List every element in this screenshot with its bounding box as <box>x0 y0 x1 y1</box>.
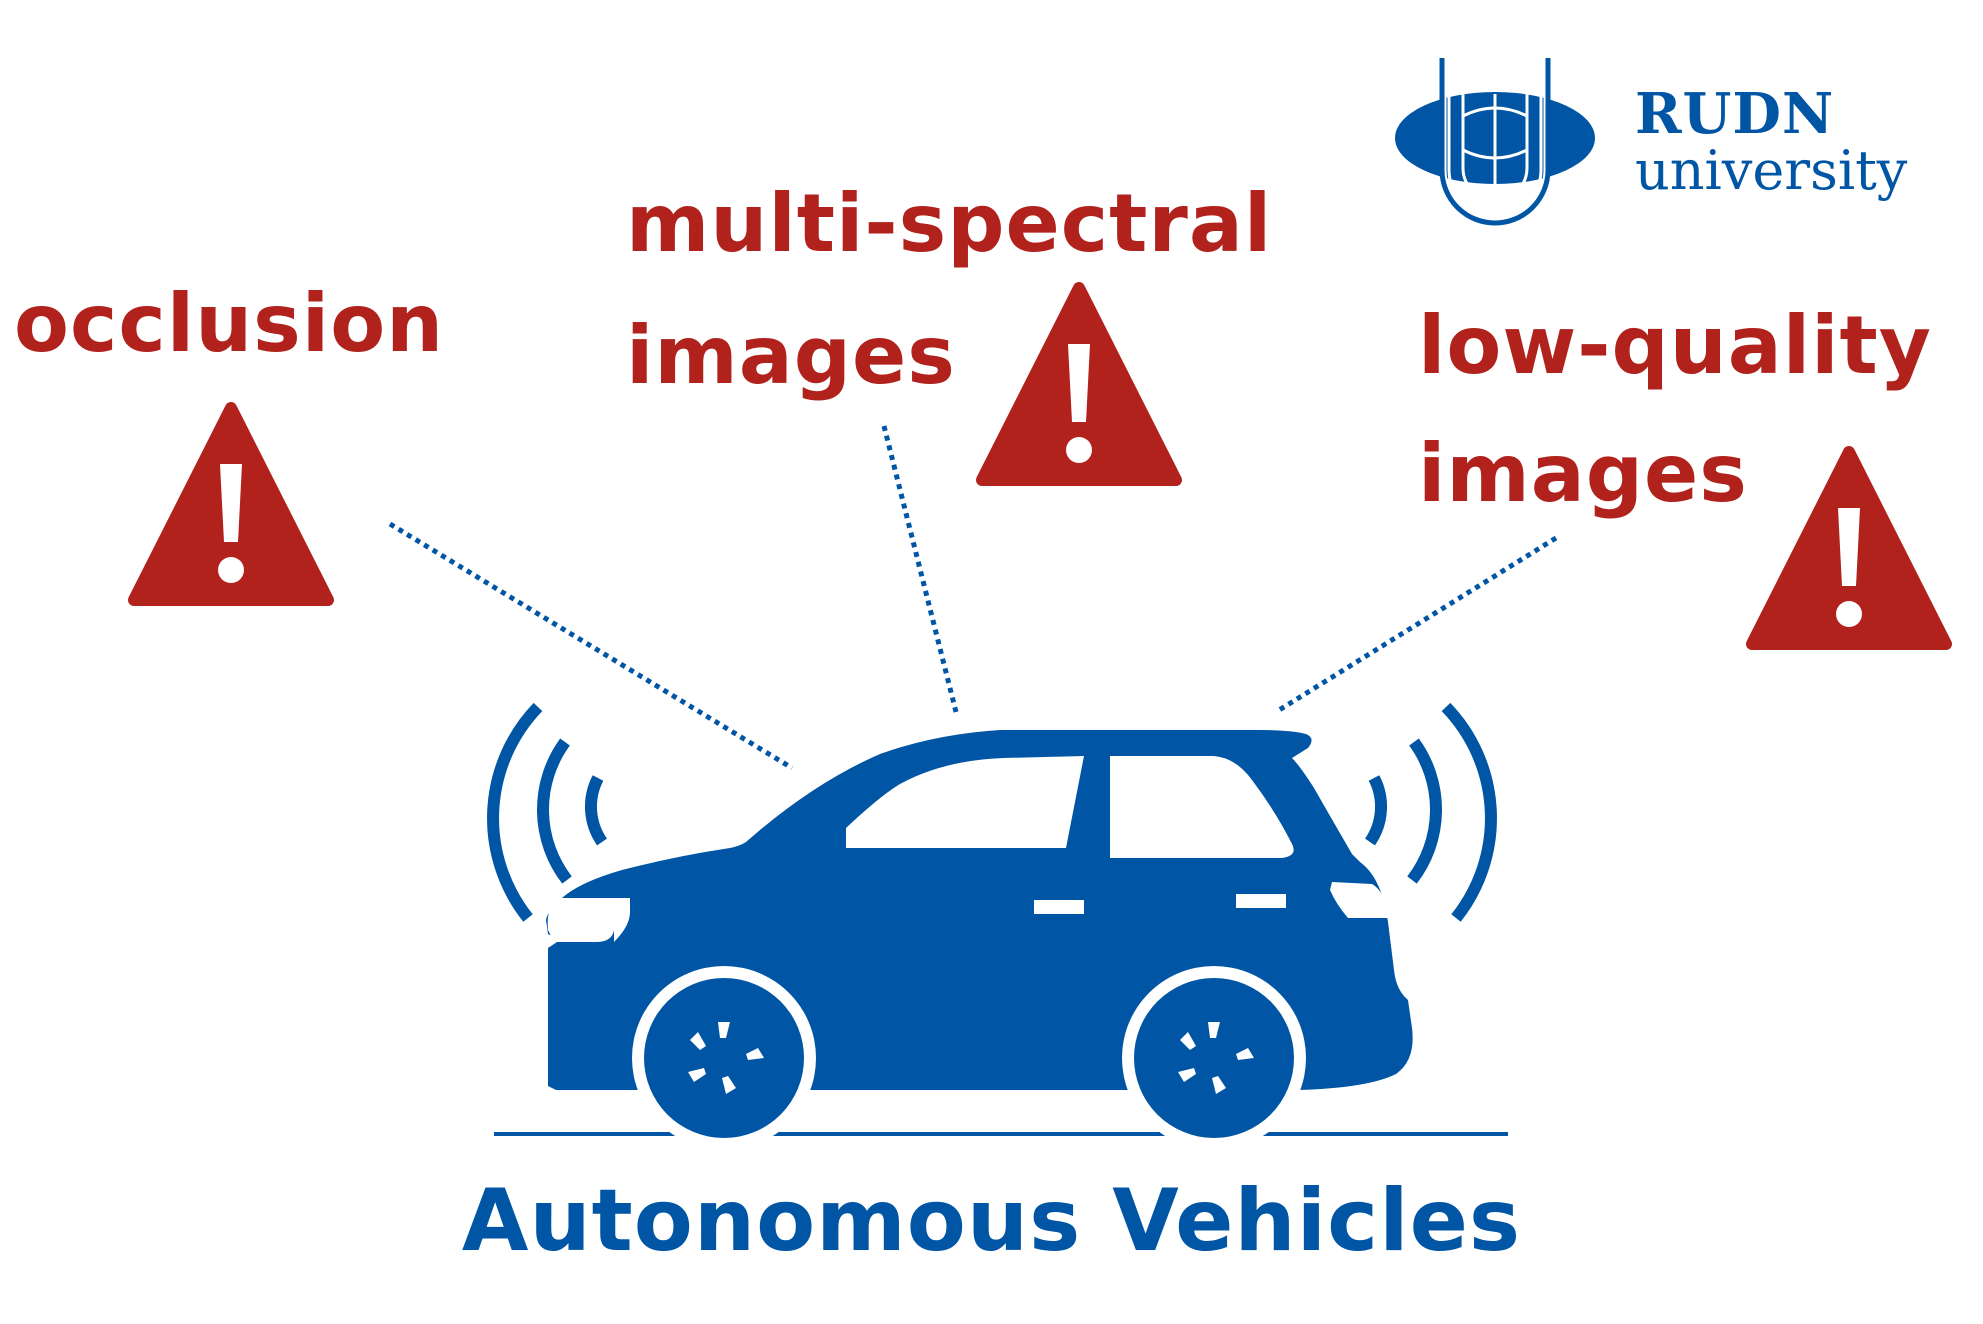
label-low-quality-line2: images <box>1418 427 1748 520</box>
wheel-front <box>1122 966 1306 1150</box>
car-window-front <box>1110 756 1294 858</box>
label-low-quality-line1: low-quality <box>1418 299 1932 392</box>
wheel-rear <box>632 966 816 1150</box>
car-window-rear <box>846 756 1084 848</box>
signal-arcs-icon-rear <box>487 702 608 922</box>
diagram-caption: Autonomous Vehicles <box>461 1171 1522 1271</box>
label-multi-spectral-line1: multi-spectral <box>626 177 1273 270</box>
car-headlight <box>1330 882 1388 918</box>
rudn-logo-text: RUDN university <box>1635 86 1907 198</box>
label-occlusion: occlusion <box>14 277 445 370</box>
rudn-globe-emblem-icon <box>1395 56 1595 226</box>
door-handle-front <box>1236 894 1286 908</box>
rudn-logo-name: RUDN <box>1635 81 1835 147</box>
warning-icon-low-quality <box>1746 446 1952 650</box>
connector-occlusion <box>388 521 794 771</box>
warning-icon-occlusion <box>128 402 334 606</box>
rudn-logo: RUDN university <box>1385 50 1965 230</box>
car-rear-bumper <box>547 898 630 942</box>
rudn-logo-subtitle: university <box>1635 139 1908 202</box>
warning-icon-multi-spectral <box>976 282 1182 486</box>
label-multi-spectral-line2: images <box>626 309 956 402</box>
connector-low-quality <box>1274 535 1558 715</box>
signal-arcs-icon-front <box>1364 702 1497 922</box>
door-handle-rear <box>1034 900 1084 914</box>
